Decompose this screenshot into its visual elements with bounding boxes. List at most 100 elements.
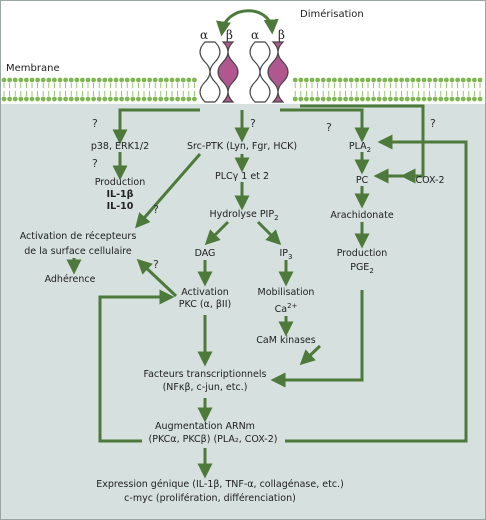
lipid-head bbox=[326, 77, 332, 83]
lipid-head bbox=[63, 77, 68, 83]
receptor-beta-1 bbox=[217, 41, 239, 103]
lipid-head bbox=[192, 77, 197, 83]
lipid-head bbox=[421, 96, 427, 102]
lipid-head bbox=[12, 77, 18, 83]
lipid-head bbox=[472, 96, 477, 102]
lipid-head bbox=[404, 96, 410, 102]
lipid-head bbox=[130, 96, 136, 102]
lipid-head bbox=[57, 96, 63, 102]
lipid-head bbox=[315, 96, 320, 102]
beta-2-label: β bbox=[278, 28, 285, 42]
lipid-head bbox=[96, 77, 102, 83]
lipid-head bbox=[124, 77, 130, 83]
lipid-head bbox=[343, 96, 348, 102]
lipid-head bbox=[40, 96, 46, 102]
adherence-node: Adhérence bbox=[44, 274, 96, 285]
plcg-node: PLCγ 1 et 2 bbox=[215, 171, 269, 182]
lipid-head bbox=[455, 96, 460, 102]
expression-line2: c-myc (prolifération, différenciation) bbox=[124, 493, 296, 504]
lipid-head bbox=[130, 77, 136, 83]
lipid-head bbox=[432, 77, 438, 83]
lipid-head bbox=[432, 96, 438, 102]
membrane-lipids bbox=[1, 77, 483, 102]
lipid-head bbox=[410, 77, 416, 83]
lipid-head bbox=[108, 96, 113, 102]
lipid-head bbox=[320, 77, 326, 83]
dimerisation-label: Dimérisation bbox=[300, 9, 364, 20]
alpha-1-label: α bbox=[200, 28, 209, 42]
question-mark: ? bbox=[250, 117, 256, 130]
lipid-head bbox=[119, 96, 124, 102]
lipid-head bbox=[80, 96, 85, 102]
lipid-head bbox=[7, 96, 12, 102]
lipid-head bbox=[91, 96, 96, 102]
hydrolyse-node: Hydrolyse PIP2 bbox=[209, 209, 279, 222]
lipid-head bbox=[309, 96, 315, 102]
lipid-head bbox=[404, 77, 410, 83]
p38-erk-node: p38, ERK1/2 bbox=[90, 141, 150, 152]
lipid-head bbox=[354, 96, 360, 102]
production-left-title: Production bbox=[94, 177, 146, 188]
lipid-head bbox=[444, 96, 449, 102]
lipid-head bbox=[365, 96, 371, 102]
lipid-head bbox=[449, 77, 455, 83]
lipid-head bbox=[304, 77, 309, 83]
lipid-head bbox=[410, 96, 416, 102]
facteurs-line1: Facteurs transcriptionnels bbox=[143, 369, 267, 380]
lipid-head bbox=[102, 96, 108, 102]
lipid-head bbox=[360, 77, 365, 83]
lipid-head bbox=[175, 77, 181, 83]
lipid-head bbox=[46, 96, 52, 102]
src-ptk-node: Src-PTK (Lyn, Fgr, HCK) bbox=[186, 141, 298, 152]
lipid-head bbox=[292, 96, 298, 102]
activation-pkc-line2: PKC (α, βII) bbox=[178, 299, 232, 310]
lipid-head bbox=[477, 77, 483, 83]
lipid-head bbox=[24, 96, 29, 102]
lipid-head bbox=[1, 77, 7, 83]
lipid-head bbox=[136, 96, 141, 102]
lipid-head bbox=[169, 77, 175, 83]
lipid-head bbox=[371, 96, 376, 102]
lipid-head bbox=[35, 96, 40, 102]
production-right-title: Production bbox=[336, 248, 388, 259]
lipid-head bbox=[382, 96, 388, 102]
lipid-head bbox=[180, 96, 186, 102]
lipid-head bbox=[477, 96, 483, 102]
question-mark: ? bbox=[92, 117, 98, 130]
lipid-head bbox=[91, 77, 96, 83]
lipid-head bbox=[85, 77, 91, 83]
lipid-head bbox=[298, 96, 304, 102]
lipid-head bbox=[332, 77, 337, 83]
lipid-head bbox=[12, 96, 18, 102]
lipid-head bbox=[158, 96, 164, 102]
lipid-head bbox=[186, 77, 192, 83]
activation-recepteurs-line1: Activation de récepteurs bbox=[19, 231, 137, 242]
lipid-head bbox=[393, 77, 399, 83]
lipid-head bbox=[343, 77, 348, 83]
receptor-dimer bbox=[199, 9, 289, 103]
cam-kinases-node: CaM kinases bbox=[256, 335, 316, 346]
lipid-head bbox=[175, 96, 181, 102]
lipid-head bbox=[388, 96, 393, 102]
pc-node: PC bbox=[355, 175, 369, 186]
lipid-head bbox=[1, 96, 7, 102]
lipid-head bbox=[337, 77, 343, 83]
lipid-head bbox=[399, 77, 404, 83]
lipid-head bbox=[444, 77, 449, 83]
lipid-head bbox=[80, 77, 85, 83]
lipid-head bbox=[438, 96, 444, 102]
dag-node: DAG bbox=[194, 248, 216, 259]
lipid-head bbox=[371, 77, 376, 83]
lipid-head bbox=[376, 96, 382, 102]
lipid-head bbox=[68, 77, 74, 83]
lipid-head bbox=[119, 77, 124, 83]
arrows bbox=[66, 104, 468, 479]
lipid-head bbox=[7, 77, 12, 83]
lipid-head bbox=[68, 96, 74, 102]
lipid-head bbox=[360, 96, 365, 102]
lipid-head bbox=[315, 77, 320, 83]
lipid-head bbox=[108, 77, 113, 83]
lipid-head bbox=[141, 77, 147, 83]
question-mark: ? bbox=[326, 121, 332, 134]
